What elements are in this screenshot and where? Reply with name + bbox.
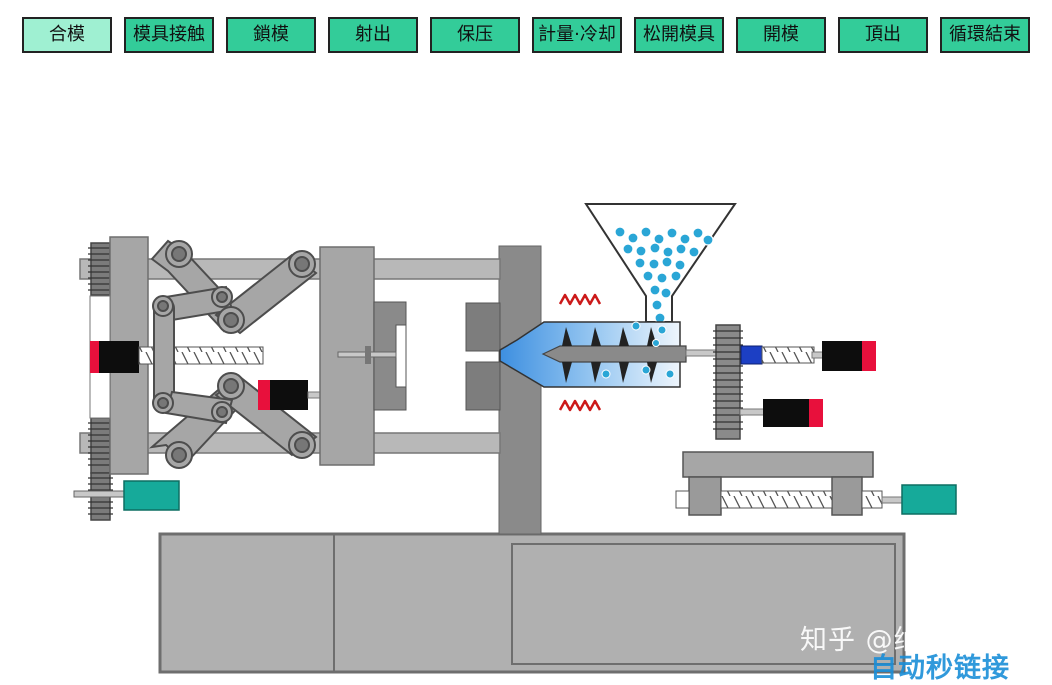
carriage-motor [901,484,957,515]
tab-mold-release[interactable]: 松開模具 [634,17,724,53]
rear-gear-top [88,242,113,296]
tab-injection[interactable]: 射出 [328,17,418,53]
tab-ejection[interactable]: 頂出 [838,17,928,53]
tab-cycle-end[interactable]: 循環結束 [940,17,1030,53]
injection-gear [713,324,743,440]
moving-platen [319,246,407,466]
tab-mold-contact[interactable]: 模具接触 [124,17,214,53]
injection-drive [740,341,876,371]
fixed-platen [465,245,542,535]
tab-mold-open[interactable]: 開模 [736,17,826,53]
drive-gear-left [73,472,125,521]
watermark-zhihu: 知乎 @纳磐新材 [800,625,1006,656]
toggle-linkage [148,239,318,469]
carriage-slide [675,451,903,516]
pellets [614,226,714,324]
clamp-motor [123,480,180,511]
tab-holding-pressure[interactable]: 保压 [430,17,520,53]
tab-clamp-close[interactable]: 合模 [22,17,112,53]
heater-coil-icon [558,293,602,412]
process-step-bar: 合模 模具接触 鎖模 射出 保压 計量·冷却 松開模具 開模 頂出 循環結束 [22,17,1030,57]
rotation-actuator [739,399,823,427]
machine-base [158,532,906,674]
injection-barrel [499,321,717,388]
tab-metering-cooling[interactable]: 計量·冷却 [532,17,622,53]
tab-mold-lock[interactable]: 鎖模 [226,17,316,53]
watermark-brand: 自动秒链接 [870,653,1010,684]
